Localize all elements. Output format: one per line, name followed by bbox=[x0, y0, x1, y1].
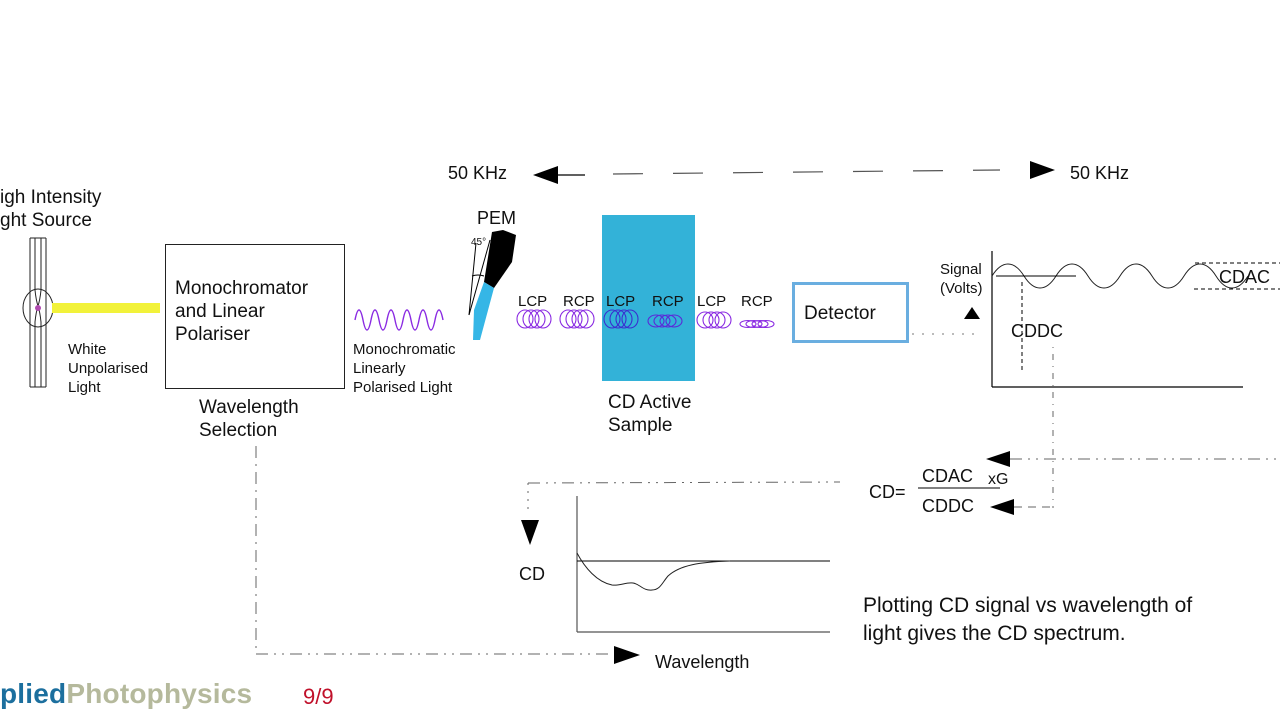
wavelength-selection-line1: Wavelength bbox=[199, 397, 299, 418]
beam-label-line1: White bbox=[68, 341, 107, 358]
linear-light-line3: Polarised Light bbox=[353, 379, 453, 396]
cddc-label: CDDC bbox=[1011, 321, 1063, 341]
polarisation-label-lcp-3: LCP bbox=[697, 293, 727, 310]
arrow-right-head bbox=[1030, 161, 1055, 179]
coil-rcp-3 bbox=[739, 319, 775, 329]
circular-polarisation-coils bbox=[516, 309, 595, 329]
coil-lcp-3 bbox=[696, 311, 732, 329]
monochromator-box: Monochromator and Linear Polariser bbox=[165, 244, 345, 389]
signal-ylabel-line2: (Volts) bbox=[940, 280, 983, 297]
spectrum-ylabel: CD bbox=[519, 564, 545, 584]
signal-plot bbox=[991, 251, 1280, 388]
spectrum-xlabel: Wavelength bbox=[655, 652, 750, 672]
caption-line1: Plotting CD signal vs wavelength of bbox=[863, 594, 1193, 617]
formula-lhs: CD= bbox=[869, 482, 906, 502]
brand-part1: plied bbox=[0, 678, 67, 709]
cd-spectrum-plot bbox=[576, 496, 830, 633]
monochromator-line3: Polariser bbox=[175, 324, 250, 345]
modulation-right-label: 50 KHz bbox=[1070, 163, 1130, 183]
lamp-icon bbox=[22, 237, 54, 388]
polarisation-label-lcp-1: LCP bbox=[518, 293, 548, 310]
formula-numerator: CDAC bbox=[922, 466, 974, 486]
caption-line2: light gives the CD spectrum. bbox=[863, 622, 1126, 645]
source-title-line2: ght Source bbox=[0, 210, 92, 231]
detector-box: Detector bbox=[792, 282, 909, 343]
polarisation-label-rcp-2: RCP bbox=[652, 293, 684, 310]
linear-light-line1: Monochromatic bbox=[353, 341, 456, 358]
coil-rcp-1 bbox=[559, 309, 595, 329]
detector-label: Detector bbox=[804, 303, 876, 324]
sample-caption-line1: CD Active bbox=[608, 392, 692, 413]
wavelength-selection-line2: Selection bbox=[199, 420, 278, 441]
cd-spectrum-curve bbox=[576, 552, 731, 591]
wavelength-connector bbox=[255, 446, 640, 664]
cdac-label: CDAC bbox=[1219, 267, 1271, 287]
monochromator-line1: Monochromator bbox=[175, 278, 309, 299]
signal-ylabel-line1: Signal bbox=[940, 261, 982, 278]
signal-wave bbox=[991, 263, 1249, 289]
brand-part2: Photophysics bbox=[66, 678, 253, 709]
pem-angle-label: 45° bbox=[471, 237, 487, 248]
linear-wave-icon bbox=[354, 309, 444, 331]
formula-gain: xG bbox=[988, 471, 1009, 488]
monochromator-line2: and Linear bbox=[175, 301, 265, 322]
beam-label-line2: Unpolarised bbox=[68, 360, 149, 377]
modulation-left-label: 50 KHz bbox=[448, 163, 508, 183]
coil-lcp-2 bbox=[603, 309, 639, 329]
coil-rcp-2 bbox=[647, 314, 683, 328]
brand-logo: pliedPhotophysics bbox=[0, 678, 252, 710]
linear-light-line2: Linearly bbox=[353, 360, 406, 377]
source-title-line1: igh Intensity bbox=[0, 187, 102, 208]
formula-connectors bbox=[986, 347, 1280, 515]
polarisation-label-lcp-2: LCP bbox=[606, 293, 636, 310]
beam-label-line3: Light bbox=[68, 379, 101, 396]
spectrum-connector bbox=[521, 481, 841, 545]
modulation-arrow bbox=[533, 161, 1055, 184]
pem-label: PEM bbox=[477, 208, 517, 228]
sample-caption-line2: Sample bbox=[608, 415, 673, 436]
white-light-beam bbox=[52, 303, 160, 313]
signal-up-arrow bbox=[964, 307, 980, 319]
coil-lcp-1 bbox=[516, 309, 552, 329]
formula-denominator: CDDC bbox=[922, 496, 974, 516]
polarisation-label-rcp-3: RCP bbox=[741, 293, 773, 310]
page-number: 9/9 bbox=[303, 684, 334, 709]
pem-icon bbox=[468, 230, 516, 340]
cd-active-sample bbox=[602, 215, 695, 381]
polarisation-label-rcp-1: RCP bbox=[563, 293, 595, 310]
arrow-left-head bbox=[533, 166, 558, 184]
